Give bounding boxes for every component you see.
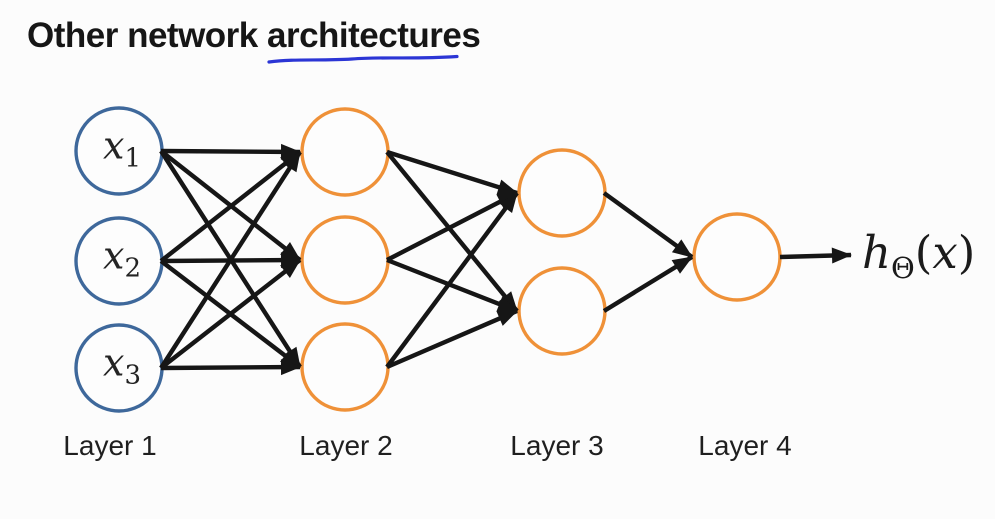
input-var: x xyxy=(103,233,125,278)
layer-2-node-3 xyxy=(300,322,390,412)
hypothesis-theta-subscript: Θ xyxy=(890,251,915,285)
hypothesis-x-var: x xyxy=(932,226,958,279)
title-underlined-text: architectures xyxy=(266,16,481,55)
input-subscript: 3 xyxy=(124,360,141,391)
title-underlined-word: architectures xyxy=(266,16,481,64)
edge-l2n3-l3n1 xyxy=(385,191,519,369)
page-title: Other network architectures xyxy=(27,16,481,64)
input-label-x1: x1 xyxy=(103,127,141,172)
hand-drawn-underline xyxy=(267,54,459,64)
edge-l1n3-l2n1 xyxy=(159,150,302,370)
output-arrow xyxy=(779,247,852,264)
hypothesis-close-paren: ) xyxy=(957,226,976,279)
hypothesis-output-label: hΘ(x) xyxy=(862,230,975,283)
input-subscript: 2 xyxy=(124,253,141,284)
edge-l1n3-l2n3 xyxy=(160,359,301,376)
edge-l2n2-l3n1 xyxy=(385,191,519,262)
title-prefix: Other network xyxy=(27,16,267,55)
input-label-x2: x2 xyxy=(103,237,141,282)
edge-l3n2-l4n1 xyxy=(602,255,694,313)
edge-l2n2-l3n2 xyxy=(386,257,518,314)
layer-3-node-2 xyxy=(517,266,607,356)
input-label-x3: x3 xyxy=(103,344,141,389)
input-var: x xyxy=(103,340,125,385)
layer-4-node-1 xyxy=(692,212,782,302)
nodes-group xyxy=(74,106,782,413)
hypothesis-h: h xyxy=(862,226,891,279)
underline-stroke xyxy=(267,54,459,64)
layer-3-node-1 xyxy=(517,148,607,238)
edge-l1n3-l2n2 xyxy=(159,258,302,370)
edge-l3n1-l4n1 xyxy=(602,191,694,259)
layer-2-node-2 xyxy=(300,215,390,305)
layer-label-4: Layer 4 xyxy=(698,430,792,461)
layer-label-1: Layer 1 xyxy=(63,430,157,461)
edge-l1n2-l2n1 xyxy=(159,150,302,263)
edge-l2n1-l3n2 xyxy=(385,150,519,313)
hypothesis-open-paren: ( xyxy=(914,226,933,279)
layer-2-node-1 xyxy=(300,107,390,197)
layer-label-2: Layer 2 xyxy=(299,430,393,461)
edge-l2n1-l3n1 xyxy=(386,149,518,196)
edges-group xyxy=(159,143,852,376)
edge-l2n3-l3n2 xyxy=(386,308,518,370)
input-subscript: 1 xyxy=(124,143,141,174)
layer-label-3: Layer 3 xyxy=(510,430,604,461)
input-var: x xyxy=(103,123,125,168)
edge-l1n1-l2n1 xyxy=(160,143,301,160)
